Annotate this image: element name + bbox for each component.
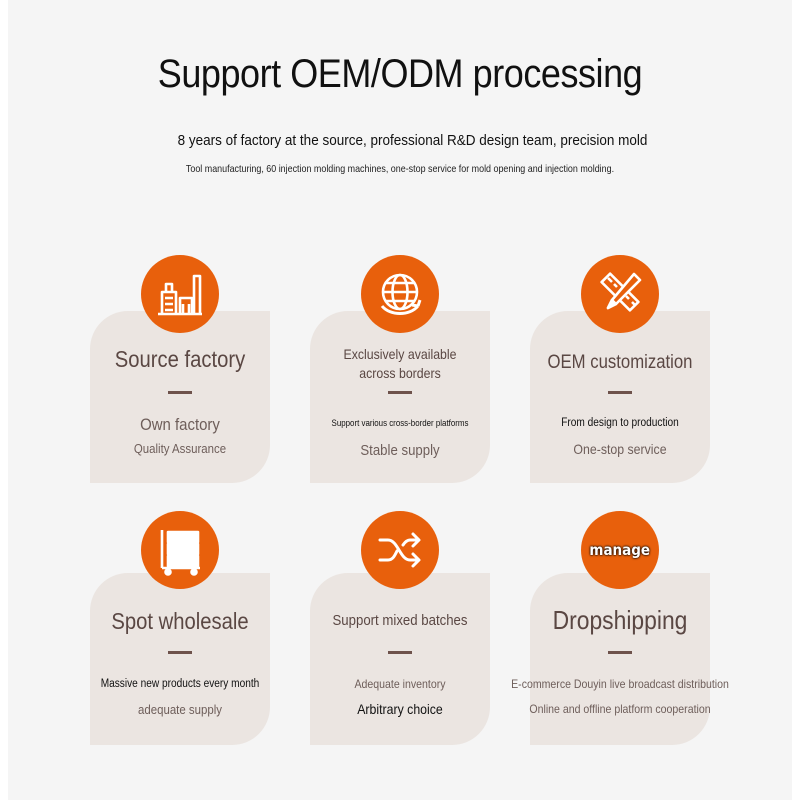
shuffle-icon: [378, 532, 421, 568]
card-line-1: Adequate inventory: [354, 677, 446, 691]
icon-circle: manage: [581, 511, 659, 589]
divider-dash: [168, 651, 192, 654]
card-background: [530, 311, 710, 483]
card-title: Exclusively available across borders: [343, 346, 457, 381]
card-line-1: From design to production: [561, 417, 679, 429]
icon-circle: [141, 255, 219, 333]
subtitle-line-1: 8 years of factory at the source, profes…: [177, 132, 648, 149]
card-line-1: Support various cross-border platforms: [331, 418, 469, 428]
card-line-1: Massive new products every month: [100, 678, 260, 690]
icon-circle: [581, 255, 659, 333]
card-line-2: Arbitrary choice: [357, 701, 443, 717]
pencil-ruler-icon: [600, 272, 642, 312]
card-line-1: E-commerce Douyin live broadcast distrib…: [511, 677, 729, 691]
icon-circle: [361, 511, 439, 589]
card-background: [90, 573, 270, 745]
card-line-2: One-stop service: [573, 441, 667, 457]
icon-circle: [361, 255, 439, 333]
card-line-1: Own factory: [140, 415, 220, 434]
card-title: Source factory: [114, 346, 246, 372]
divider-dash: [168, 391, 192, 394]
card-line-2: Quality Assurance: [133, 441, 227, 456]
subtitle-line-2: Tool manufacturing, 60 injection molding…: [185, 163, 615, 175]
card-background: [530, 573, 710, 745]
card-background: [90, 311, 270, 483]
card-title: Dropshipping: [552, 605, 688, 635]
divider-dash: [608, 391, 632, 394]
card-title: Spot wholesale: [111, 608, 249, 634]
page-title: Support OEM/ODM processing: [157, 52, 643, 96]
shelf-cart-icon: [160, 530, 200, 576]
card-background: [310, 311, 490, 483]
card-line-2: adequate supply: [138, 702, 222, 717]
card-line-2: Online and offline platform cooperation: [529, 702, 711, 716]
card-background: [310, 573, 490, 745]
card-title: OEM customization: [547, 352, 693, 373]
manage-icon: manage: [589, 541, 651, 559]
icon-circle: [141, 511, 219, 589]
factory-icon: [158, 274, 202, 316]
globe-icon: [380, 273, 422, 315]
divider-dash: [388, 391, 412, 394]
card-title: Support mixed batches: [332, 612, 468, 629]
divider-dash: [608, 651, 632, 654]
card-line-2: Stable supply: [360, 442, 440, 459]
divider-dash: [388, 651, 412, 654]
